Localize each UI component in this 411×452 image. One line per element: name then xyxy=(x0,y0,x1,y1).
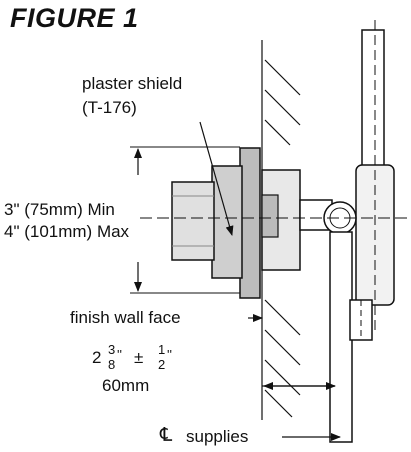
depth-frac-num: 3 xyxy=(108,342,116,357)
depth-frac-den: 8 xyxy=(108,357,116,372)
depth-mm-label: 60mm xyxy=(102,376,150,395)
upper-pipe xyxy=(361,29,385,171)
depth-inch-mark: '' xyxy=(117,347,122,362)
min-label: 3" (75mm) Min xyxy=(4,200,115,219)
shield-label-line1: plaster shield xyxy=(82,74,183,93)
depth-whole: 2 xyxy=(92,348,102,367)
depth-plus-minus: ± xyxy=(134,348,144,367)
handle-cylinder xyxy=(171,181,215,261)
finish-wall-face-label: finish wall face xyxy=(70,308,181,327)
escutcheon-plate xyxy=(239,147,261,299)
shield-label-line2: (T-176) xyxy=(82,98,137,117)
plaster-shield xyxy=(211,165,243,279)
depth-tol-den: 2 xyxy=(158,357,166,372)
depth-tol-num: 1 xyxy=(158,342,166,357)
valve-stem xyxy=(261,194,279,238)
depth-tol-inch-mark: '' xyxy=(167,347,172,362)
supplies-label: supplies xyxy=(186,427,249,446)
centerline-symbol: ℄ xyxy=(160,425,173,446)
figure-title: FIGURE 1 xyxy=(10,3,139,33)
lower-pipe xyxy=(329,231,353,443)
max-label: 4" (101mm) Max xyxy=(4,222,130,241)
